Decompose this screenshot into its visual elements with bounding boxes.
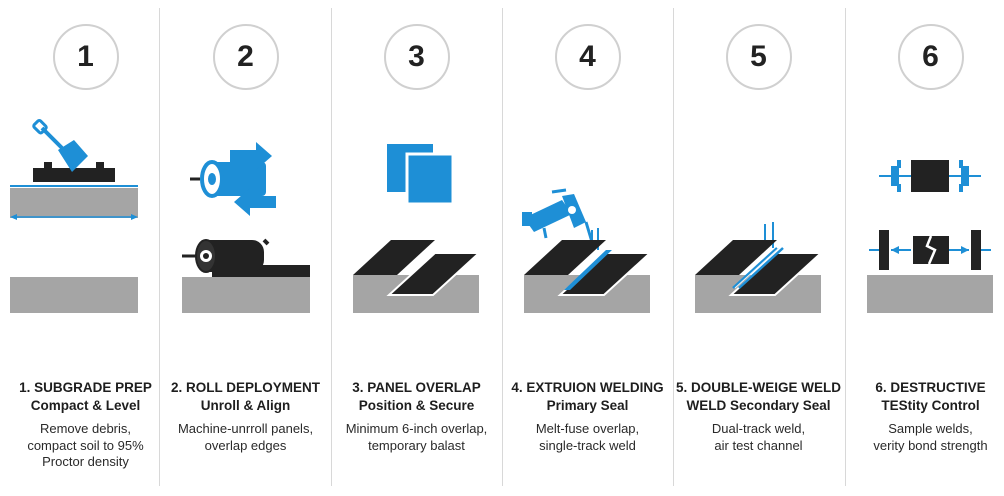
step-title: 1. SUBGRADE PREP bbox=[19, 380, 152, 395]
step-title: 2. ROLL DEPLOYMENT bbox=[170, 380, 320, 395]
step-number-badge: 1 bbox=[52, 24, 119, 90]
step-2: 2 2. ROLL DEPLOYMENT Unroll & Align Ma bbox=[160, 0, 331, 496]
step-subtitle: TEStity Control bbox=[881, 398, 980, 413]
destructive-test-icon bbox=[867, 160, 993, 313]
step-subtitle: Compact & Level bbox=[30, 398, 141, 413]
step-title: 4. EXTRUION WELDING bbox=[511, 380, 664, 395]
step-description: Remove debris, compact soil to 95% Proct… bbox=[27, 421, 144, 469]
column-divider bbox=[502, 8, 503, 486]
step-5: 5 5. DOUBLE-WEIGE WELD WELD Secondary Se… bbox=[673, 0, 844, 496]
step-subtitle: Primary Seal bbox=[546, 398, 629, 413]
step-description: Sample welds, verity bond strength bbox=[873, 421, 988, 453]
column-divider bbox=[673, 8, 674, 486]
step-1: 1 1. SUBGRADE PREP Compact & Level Remov… bbox=[0, 0, 171, 496]
step-description: Minimum 6-inch overlap, temporary balast bbox=[345, 421, 488, 453]
step-subtitle: WELD Secondary Seal bbox=[686, 398, 831, 413]
overlapping-panels-icon bbox=[353, 144, 482, 313]
column-divider bbox=[159, 8, 160, 486]
step-subtitle: Position & Secure bbox=[358, 398, 475, 413]
step-6: 6 6. DESTRUCTIVE TESt bbox=[845, 0, 1004, 496]
step-title: 5. DOUBLE-WEIGE WELD bbox=[676, 380, 841, 395]
step-title: 3. PANEL OVERLAP bbox=[352, 380, 481, 395]
step-title: 6. DESTRUCTIVE bbox=[875, 380, 986, 395]
step-3: 3 3. PANEL OVERLAP Position & Secure Min… bbox=[331, 0, 502, 496]
column-divider bbox=[845, 8, 846, 486]
step-number-badge: 5 bbox=[725, 24, 792, 90]
dual-track-weld-icon bbox=[695, 222, 824, 313]
extrusion-welder-icon bbox=[522, 188, 653, 313]
step-description: Dual-track weld, air test channel bbox=[711, 421, 806, 453]
shovel-compaction-icon bbox=[10, 118, 138, 313]
step-subtitle: Unroll & Align bbox=[200, 398, 291, 413]
step-description: Machine-unrroll panels, overlap edges bbox=[177, 421, 314, 453]
column-divider bbox=[331, 8, 332, 486]
step-number-badge: 6 bbox=[897, 24, 964, 90]
step-number-badge: 3 bbox=[383, 24, 450, 90]
step-number-badge: 4 bbox=[554, 24, 621, 90]
roll-deployment-icon bbox=[182, 142, 310, 313]
step-4: 4 4. EXTRUION WELDING Primary Seal Melt-… bbox=[502, 0, 673, 496]
step-description: Melt-fuse overlap, single-track weld bbox=[535, 421, 640, 453]
step-number-badge: 2 bbox=[212, 24, 279, 90]
